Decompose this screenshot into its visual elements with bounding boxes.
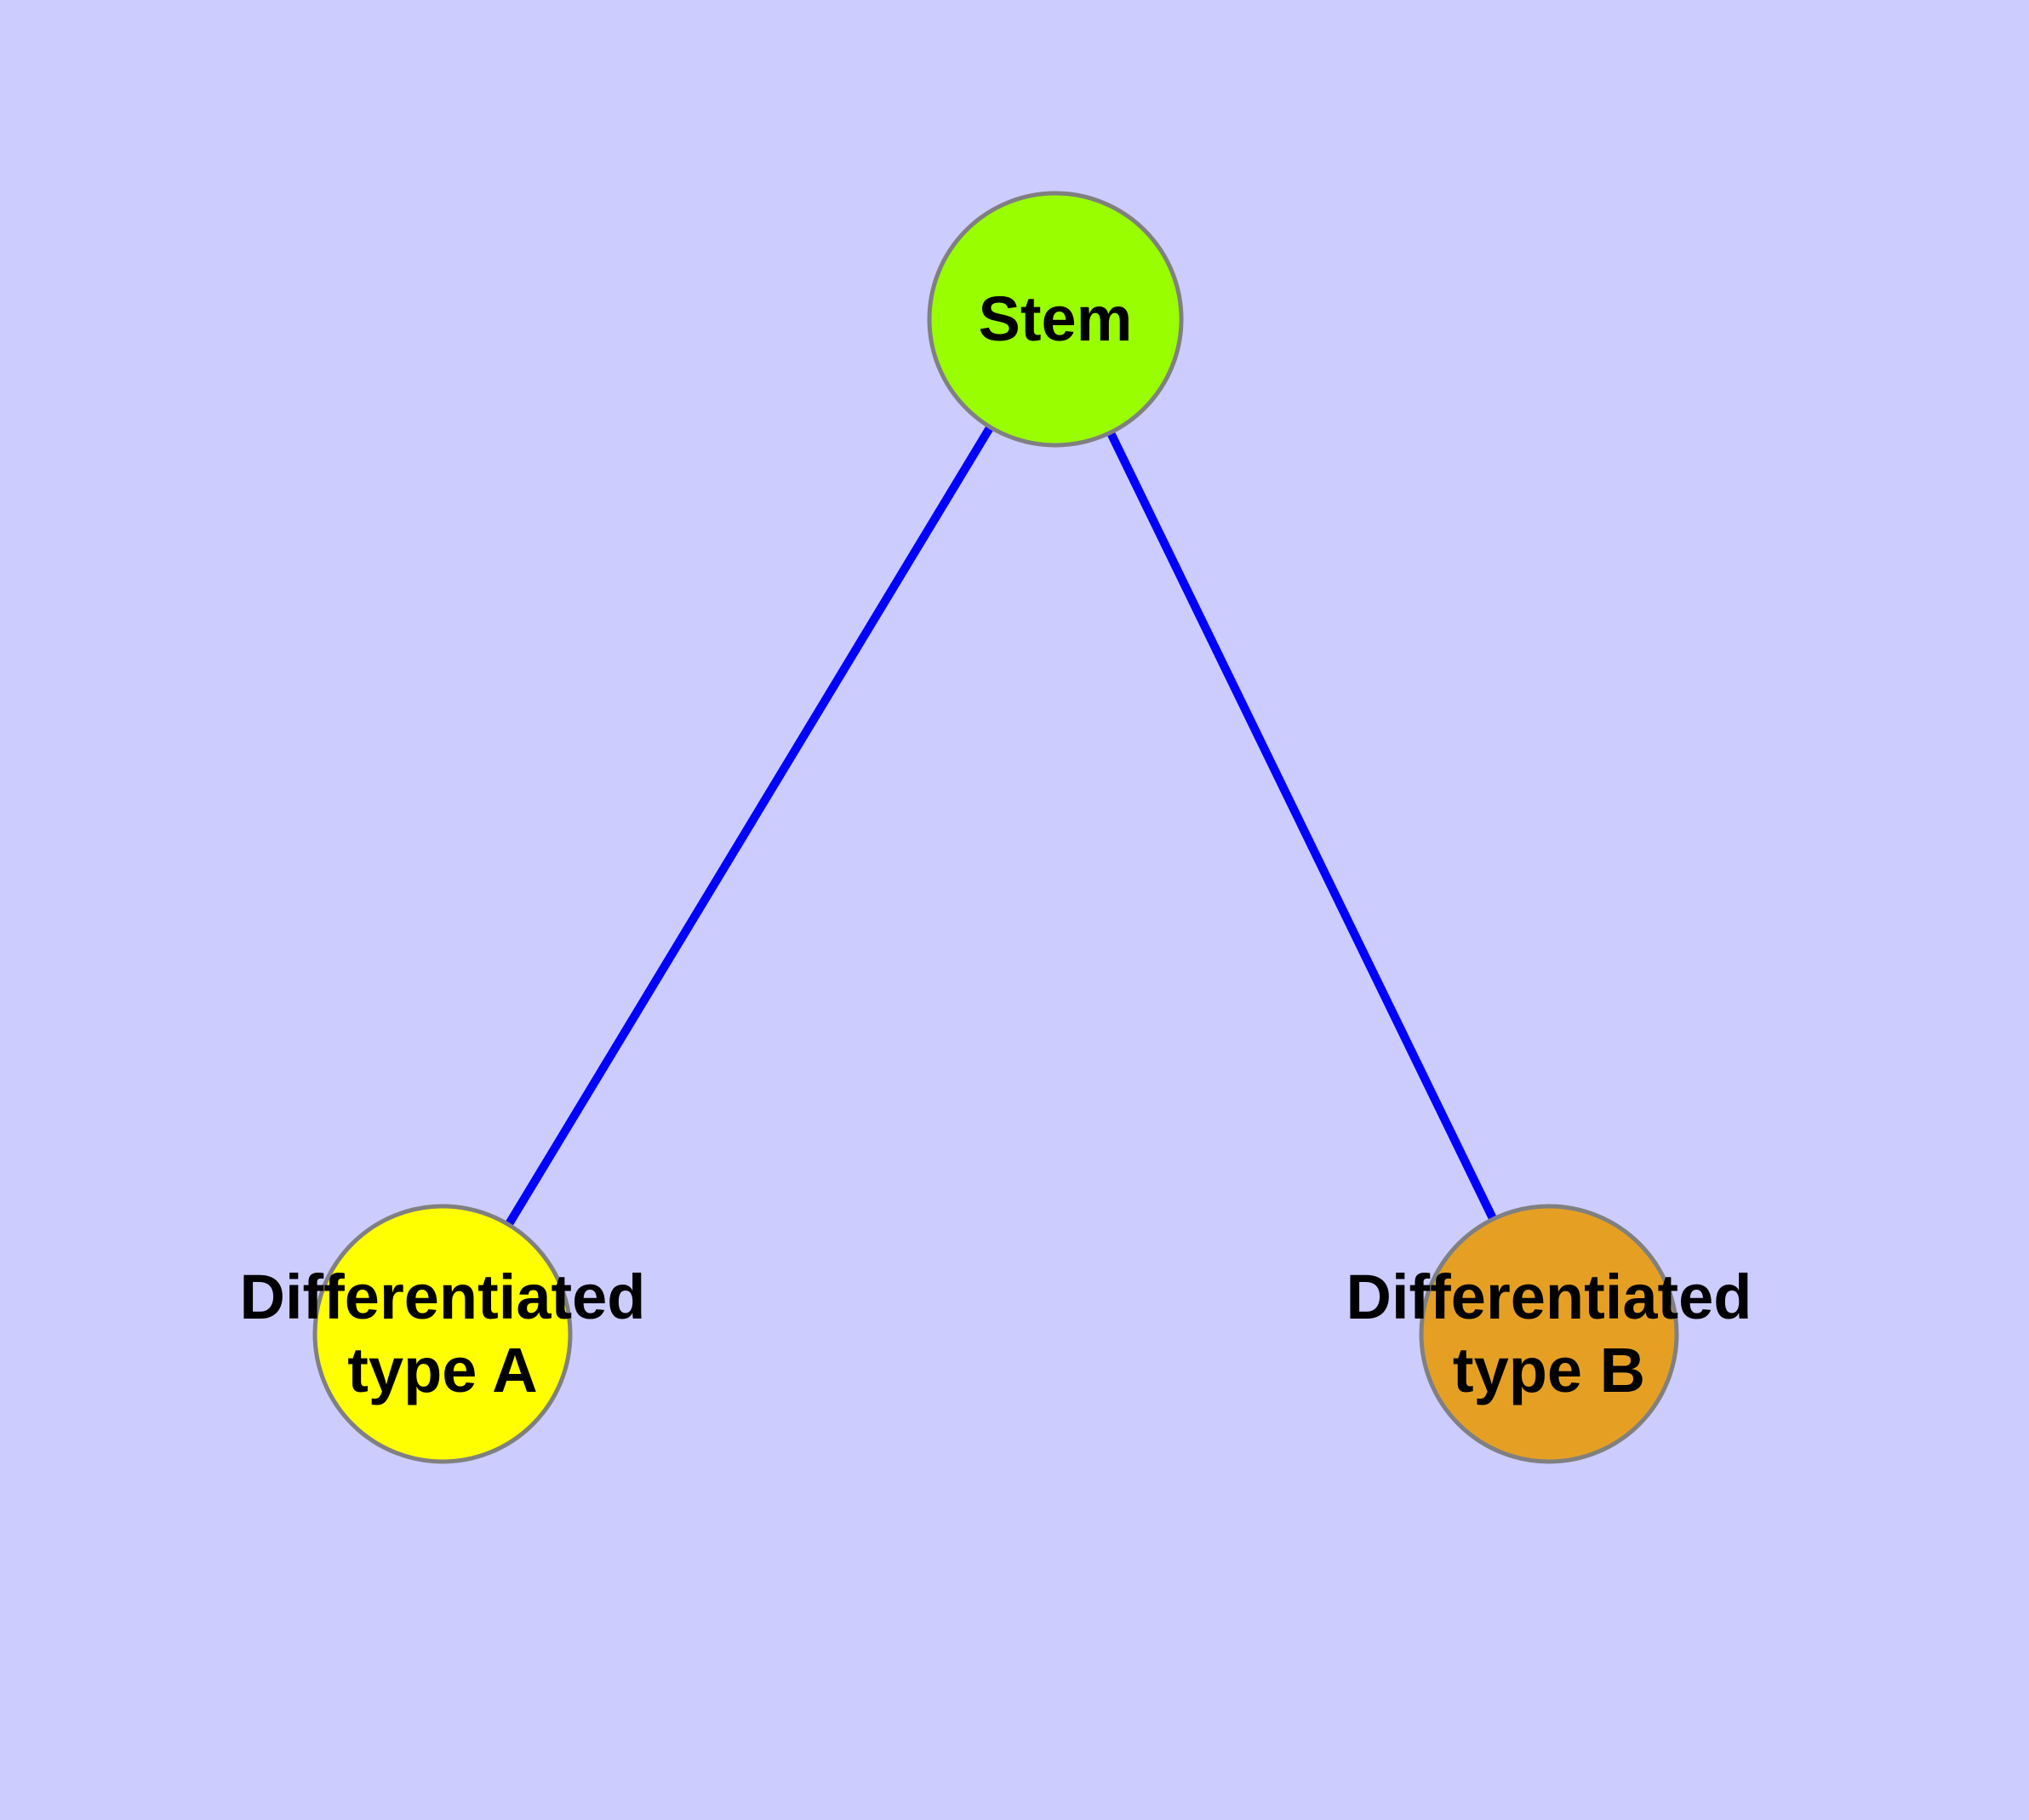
node-stem-circle[interactable] <box>927 191 1184 448</box>
node-diff-b-circle[interactable] <box>1419 1204 1679 1464</box>
node-diff-a-label-line: Differentiated <box>240 1262 646 1332</box>
node-diff-b-label-line: Differentiated <box>1346 1262 1752 1332</box>
node-diff-a-circle[interactable] <box>312 1204 573 1464</box>
edge-stem-to-diff-a[interactable] <box>438 317 1060 1336</box>
nodes-layer <box>312 191 1679 1464</box>
edge-stem-to-diff-b[interactable] <box>1051 317 1553 1336</box>
edges-layer <box>438 317 1553 1336</box>
node-stem-label: Stem <box>979 283 1133 354</box>
node-diff-b-label-line: type B <box>1453 1335 1645 1405</box>
node-diff-a-label-line: type A <box>347 1335 537 1405</box>
node-stem-label-line: Stem <box>979 283 1133 354</box>
